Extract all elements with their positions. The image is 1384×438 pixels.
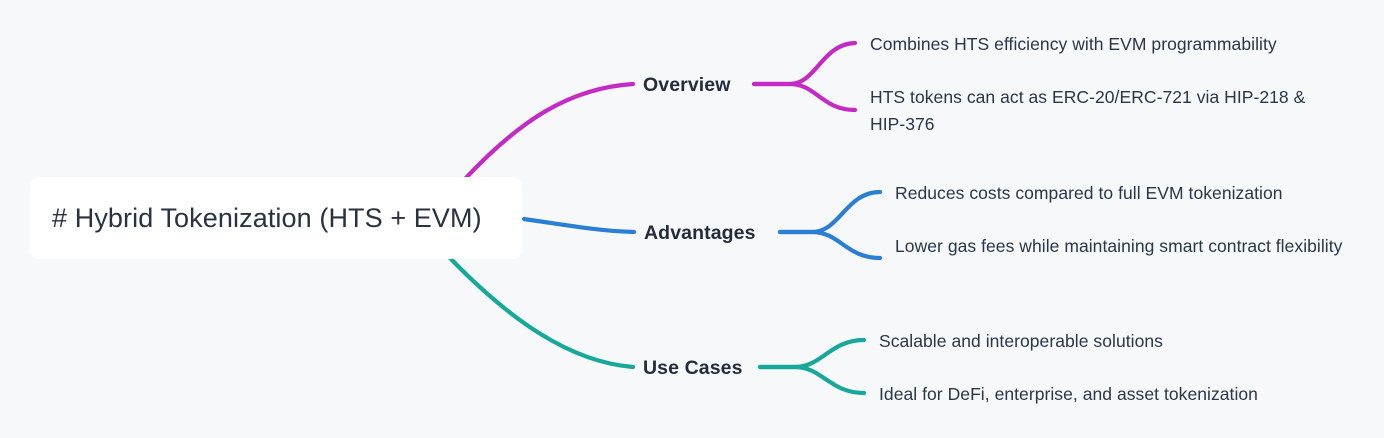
edge-overview-to-leaf-1 [751, 40, 858, 87]
edge-root-to-advantages [521, 216, 637, 235]
mindmap-leaf-use-cases-1[interactable]: Scalable and interoperable solutions [879, 331, 1163, 351]
edge-use-cases-to-leaf-2 [757, 364, 867, 396]
mindmap-root-label: # Hybrid Tokenization (HTS + EVM) [52, 202, 482, 233]
edge-overview-to-leaf-2 [751, 81, 858, 113]
edge-root-to-use-cases [447, 255, 636, 370]
mindmap-branch-advantages[interactable]: Advantages [644, 222, 756, 244]
edge-advantages-to-leaf-1 [777, 189, 883, 235]
edge-root-to-overview [461, 81, 636, 183]
mindmap-leaf-advantages-2[interactable]: Lower gas fees while maintaining smart c… [895, 236, 1343, 256]
mindmap-leaf-use-cases-2[interactable]: Ideal for DeFi, enterprise, and asset to… [879, 384, 1258, 404]
edge-use-cases-to-leaf-1 [757, 337, 867, 370]
mindmap-leaf-advantages-1[interactable]: Reduces costs compared to full EVM token… [895, 183, 1283, 203]
mindmap-branch-use-cases[interactable]: Use Cases [643, 357, 743, 379]
mindmap-leaf-overview-2[interactable]: HTS tokens can act as ERC-20/ERC-721 via… [870, 87, 1306, 134]
mindmap-root-node[interactable]: # Hybrid Tokenization (HTS + EVM) [30, 177, 522, 259]
edge-advantages-to-leaf-2 [777, 229, 883, 261]
mindmap-branch-overview[interactable]: Overview [643, 74, 731, 96]
mindmap-leaf-overview-1[interactable]: Combines HTS efficiency with EVM program… [870, 34, 1277, 54]
